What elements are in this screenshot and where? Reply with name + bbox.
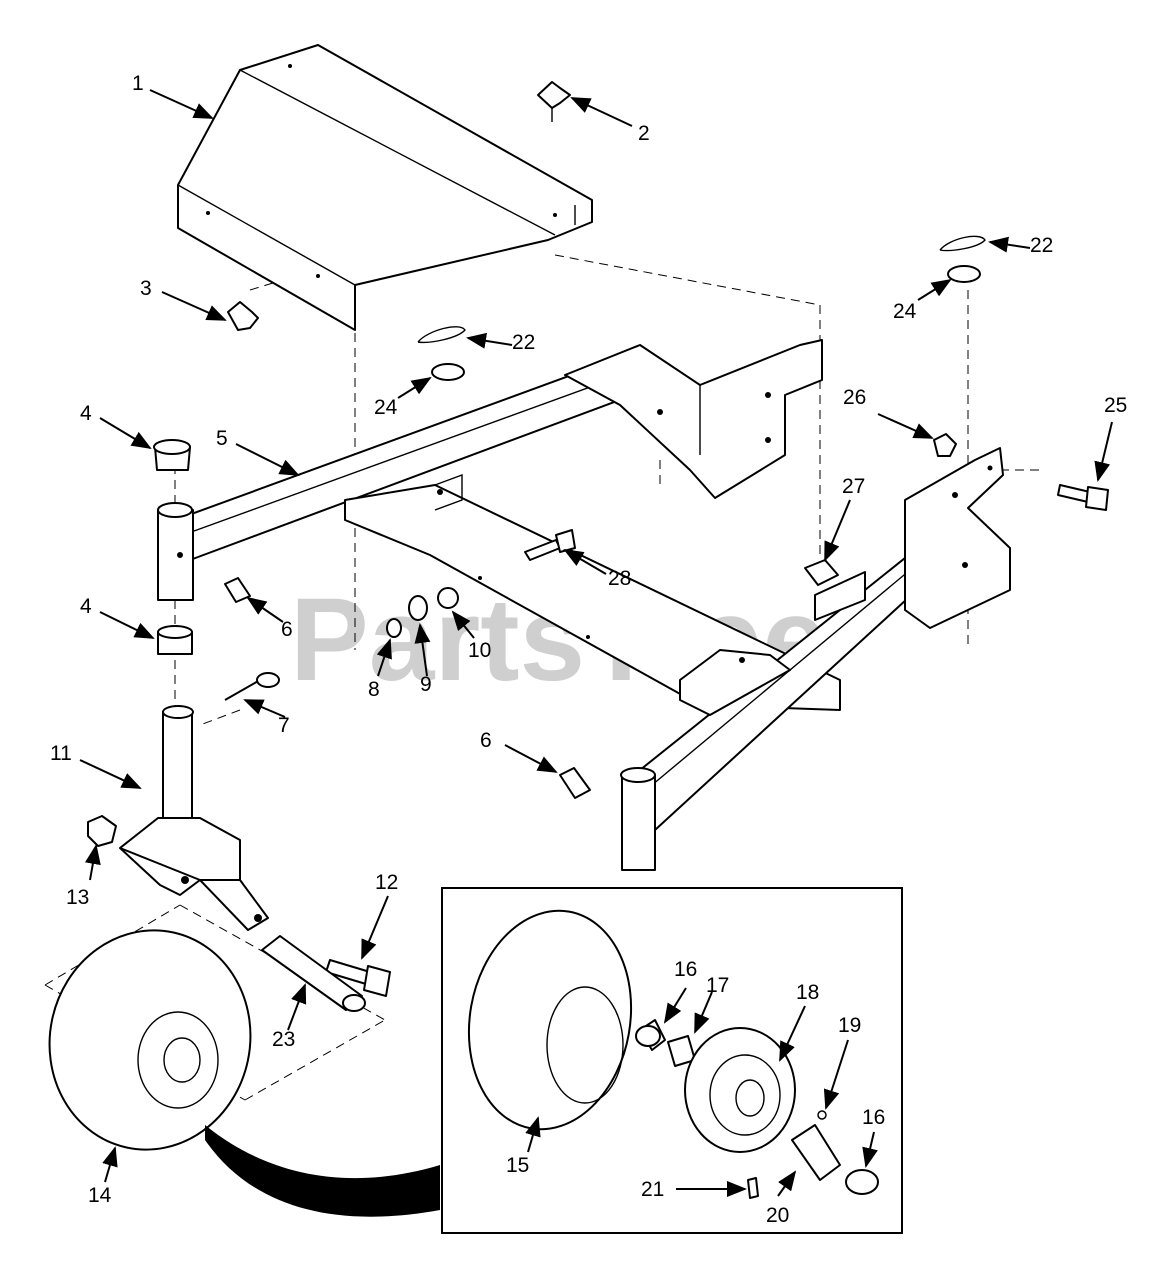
nut-26 xyxy=(933,433,957,457)
callout-23: 23 xyxy=(272,1028,295,1051)
callout-3: 3 xyxy=(140,277,152,300)
callout-27: 27 xyxy=(842,475,865,498)
callout-7: 7 xyxy=(278,714,290,737)
grease-fitting-6a xyxy=(224,577,251,603)
callout-6-left: 6 xyxy=(281,618,293,641)
callout-13: 13 xyxy=(66,886,89,909)
callout-22-right: 22 xyxy=(1030,234,1053,257)
bolt-25 xyxy=(1057,484,1109,511)
detail-box xyxy=(441,887,903,1234)
callout-4-bottom: 4 xyxy=(80,595,92,618)
callout-17: 17 xyxy=(706,974,729,997)
callout-20: 20 xyxy=(766,1204,789,1227)
callout-19: 19 xyxy=(838,1014,861,1037)
bushings-4 xyxy=(153,439,193,655)
callout-labels: 1 2 3 4 4 5 6 6 7 8 9 10 11 12 13 14 15 … xyxy=(50,72,1127,1227)
callout-12: 12 xyxy=(375,871,398,894)
washers-8-9-10 xyxy=(386,587,459,638)
callout-1: 1 xyxy=(132,72,144,95)
frame-arm-left xyxy=(157,349,661,601)
pin-7 xyxy=(224,672,280,701)
callout-25: 25 xyxy=(1104,394,1127,417)
washers-24 xyxy=(431,265,981,381)
nut-13 xyxy=(87,815,117,847)
callout-26: 26 xyxy=(843,386,866,409)
bolt-12 xyxy=(325,959,391,997)
callout-2: 2 xyxy=(638,122,650,145)
wheel-assembly-14 xyxy=(48,929,252,1151)
callout-4-top: 4 xyxy=(80,402,92,425)
callout-10: 10 xyxy=(468,639,491,662)
callout-24-right: 24 xyxy=(893,300,917,323)
frame-arm-right xyxy=(620,447,1011,871)
callout-8: 8 xyxy=(368,678,380,701)
grease-fitting-6b xyxy=(559,767,591,799)
caster-fork xyxy=(119,705,269,931)
callout-15: 15 xyxy=(506,1154,529,1177)
callout-11: 11 xyxy=(50,742,72,765)
callout-14: 14 xyxy=(88,1184,112,1207)
callout-24-left: 24 xyxy=(374,396,398,419)
nut-plate-27 xyxy=(804,559,839,586)
knob-screw-top xyxy=(537,81,571,122)
callout-5: 5 xyxy=(216,427,228,450)
callout-6-right: 6 xyxy=(480,729,492,752)
callout-18: 18 xyxy=(796,981,819,1004)
shield-part xyxy=(177,44,593,331)
clips-22 xyxy=(417,235,986,344)
callout-9: 9 xyxy=(420,673,432,696)
leader-arrows xyxy=(79,89,1113,1197)
callout-16-lower: 16 xyxy=(862,1106,885,1129)
detail-pointer xyxy=(205,1125,440,1217)
callout-21: 21 xyxy=(641,1178,664,1201)
callout-28: 28 xyxy=(608,567,631,590)
callout-16-upper: 16 xyxy=(674,958,697,981)
bolt-28 xyxy=(524,529,576,561)
knob-screw-side xyxy=(227,301,259,331)
spacer-23 xyxy=(261,935,366,1012)
callout-22-left: 22 xyxy=(512,331,535,354)
rear-bracket xyxy=(564,339,823,499)
